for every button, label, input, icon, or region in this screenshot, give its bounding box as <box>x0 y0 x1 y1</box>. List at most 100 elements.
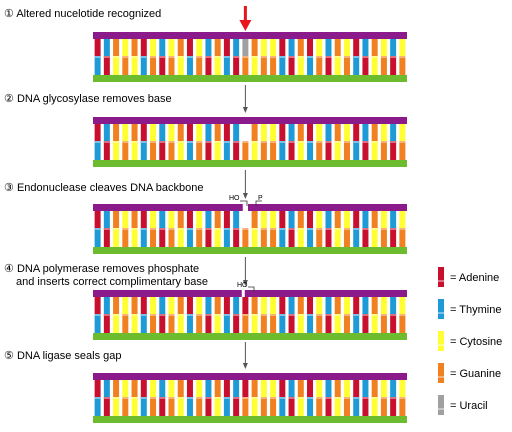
top-base-4-19 <box>270 380 277 399</box>
top-base-3-18 <box>260 297 267 316</box>
top-base-0-23 <box>307 39 314 58</box>
bottom-base-1-26 <box>334 141 341 160</box>
bottom-base-4-7 <box>159 397 166 416</box>
bottom-base-4-28 <box>353 397 360 416</box>
bottom-base-3-19 <box>270 314 277 333</box>
top-backbone-left-2 <box>93 204 243 211</box>
bottom-base-3-20 <box>279 314 286 333</box>
bottom-base-4-22 <box>297 397 304 416</box>
bottom-base-3-29 <box>362 314 369 333</box>
top-base-4-17 <box>251 380 258 399</box>
top-base-4-23 <box>307 380 314 399</box>
bottom-base-1-2 <box>113 141 120 160</box>
top-base-2-6 <box>150 211 157 230</box>
top-base-3-33 <box>399 297 406 316</box>
top-base-2-0 <box>94 211 101 230</box>
top-base-2-12 <box>205 211 212 230</box>
bottom-base-2-4 <box>131 228 138 247</box>
top-base-4-8 <box>168 380 175 399</box>
top-base-0-8 <box>168 39 175 58</box>
bottom-base-3-32 <box>390 314 397 333</box>
top-base-1-33 <box>399 124 406 143</box>
bottom-base-4-21 <box>288 397 295 416</box>
legend-uracil-label: = Uracil <box>450 400 488 412</box>
top-base-3-14 <box>223 297 230 316</box>
top-base-0-2 <box>113 39 120 58</box>
top-base-0-33 <box>399 39 406 58</box>
bottom-base-4-25 <box>325 397 332 416</box>
top-base-2-17 <box>251 211 258 230</box>
bottom-base-2-29 <box>362 228 369 247</box>
top-base-0-3 <box>122 39 129 58</box>
bottom-base-3-25 <box>325 314 332 333</box>
top-base-1-27 <box>343 124 350 143</box>
bottom-base-4-30 <box>371 397 378 416</box>
top-base-2-8 <box>168 211 175 230</box>
top-base-4-21 <box>288 380 295 399</box>
bottom-base-0-13 <box>214 56 221 75</box>
bottom-base-3-2 <box>113 314 120 333</box>
top-base-3-4 <box>131 297 138 316</box>
top-base-0-16 <box>242 39 249 58</box>
top-base-3-28 <box>353 297 360 316</box>
top-base-0-5 <box>140 39 147 58</box>
bottom-backbone-1 <box>93 160 407 167</box>
top-base-0-1 <box>103 39 110 58</box>
top-base-0-14 <box>223 39 230 58</box>
bottom-base-1-23 <box>307 141 314 160</box>
bottom-base-4-10 <box>186 397 193 416</box>
top-base-1-8 <box>168 124 175 143</box>
bottom-base-0-4 <box>131 56 138 75</box>
top-base-0-32 <box>390 39 397 58</box>
top-base-3-21 <box>288 297 295 316</box>
bottom-base-4-31 <box>380 397 387 416</box>
legend-cytosine-label: = Cytosine <box>450 336 503 348</box>
bottom-base-4-9 <box>177 397 184 416</box>
top-base-1-29 <box>362 124 369 143</box>
bottom-base-4-6 <box>150 397 157 416</box>
ho-label-step4: HO <box>237 282 248 289</box>
top-base-2-2 <box>113 211 120 230</box>
bottom-base-3-18 <box>260 314 267 333</box>
top-base-4-6 <box>150 380 157 399</box>
bottom-base-1-0 <box>94 141 101 160</box>
bottom-base-1-19 <box>270 141 277 160</box>
bottom-base-1-12 <box>205 141 212 160</box>
bottom-base-1-25 <box>325 141 332 160</box>
bottom-base-0-16 <box>242 56 249 75</box>
top-base-1-0 <box>94 124 101 143</box>
bottom-base-4-26 <box>334 397 341 416</box>
top-base-1-24 <box>316 124 323 143</box>
bottom-base-1-33 <box>399 141 406 160</box>
top-base-3-5 <box>140 297 147 316</box>
top-backbone-left-3 <box>93 290 242 297</box>
top-base-3-25 <box>325 297 332 316</box>
top-base-3-24 <box>316 297 323 316</box>
bottom-base-1-6 <box>150 141 157 160</box>
top-base-4-33 <box>399 380 406 399</box>
top-base-2-28 <box>353 211 360 230</box>
bottom-base-2-13 <box>214 228 221 247</box>
top-base-2-7 <box>159 211 166 230</box>
top-base-2-30 <box>371 211 378 230</box>
bottom-base-3-30 <box>371 314 378 333</box>
top-base-4-27 <box>343 380 350 399</box>
bottom-base-2-15 <box>233 228 240 247</box>
bottom-base-3-9 <box>177 314 184 333</box>
top-base-0-9 <box>177 39 184 58</box>
bottom-base-0-6 <box>150 56 157 75</box>
bottom-base-0-23 <box>307 56 314 75</box>
thymine-icon <box>438 299 444 319</box>
bottom-base-2-12 <box>205 228 212 247</box>
bottom-base-1-18 <box>260 141 267 160</box>
bottom-base-3-7 <box>159 314 166 333</box>
bottom-base-2-33 <box>399 228 406 247</box>
top-base-4-32 <box>390 380 397 399</box>
top-base-3-16 <box>242 297 249 316</box>
top-base-1-3 <box>122 124 129 143</box>
top-base-1-17 <box>251 124 258 143</box>
top-base-0-11 <box>196 39 203 58</box>
connector-arrow-head-2 <box>242 280 248 286</box>
top-base-2-5 <box>140 211 147 230</box>
